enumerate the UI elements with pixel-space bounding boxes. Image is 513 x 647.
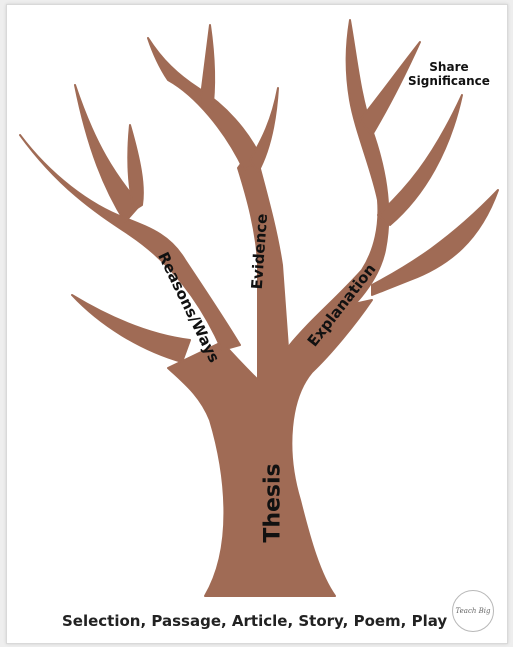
- twig-right-mid: [377, 94, 463, 226]
- twig-left-lower: [71, 294, 191, 363]
- branch-explanation: [289, 19, 390, 346]
- label-thesis: Thesis: [260, 463, 286, 543]
- label-share-line1: Share: [429, 60, 469, 74]
- twig-right-lower: [371, 189, 499, 296]
- twig-mid-right: [249, 87, 279, 173]
- twig-mid-left: [199, 24, 216, 113]
- label-share-significance: Share Significance: [408, 60, 490, 88]
- branch-reasons: [19, 134, 241, 351]
- twig-left-small: [127, 124, 144, 211]
- logo-badge: Teach Big: [452, 590, 494, 632]
- logo-text: Teach Big: [455, 607, 491, 615]
- caption-text-types: Selection, Passage, Article, Story, Poem…: [62, 612, 448, 630]
- label-share-line2: Significance: [408, 74, 490, 88]
- twig-right-upper: [359, 41, 421, 136]
- tree-trunk: [167, 145, 373, 597]
- twig-left-upper: [74, 84, 141, 223]
